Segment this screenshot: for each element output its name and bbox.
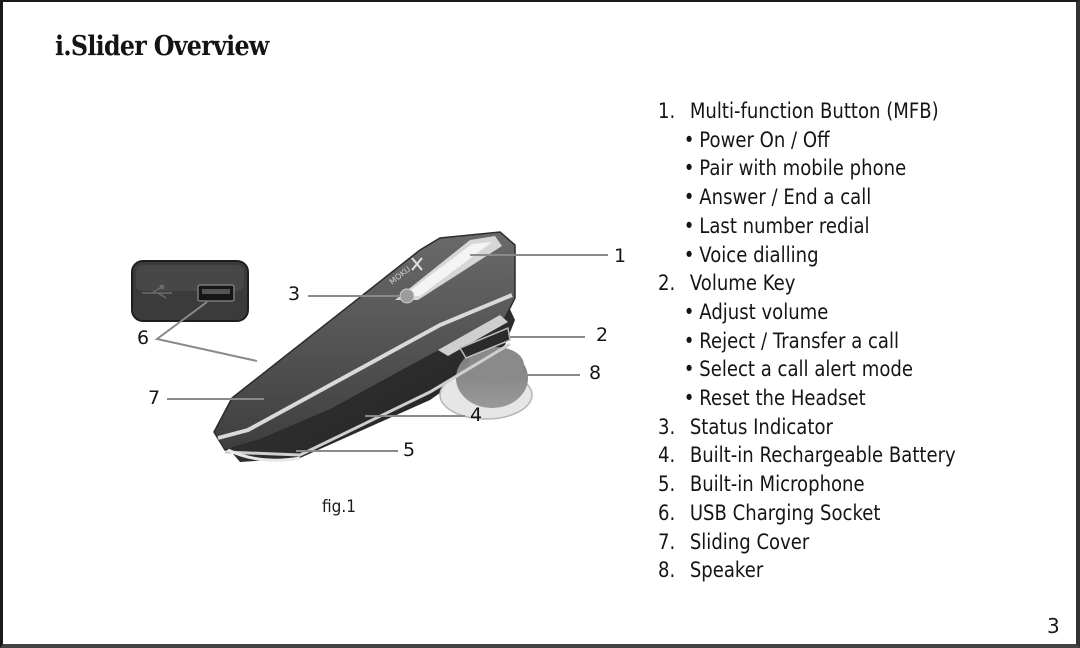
volume-key	[438, 315, 511, 359]
usb-socket-inset	[131, 260, 249, 322]
bullet-icon: •	[683, 299, 695, 324]
callout-lines	[154, 254, 608, 452]
function-item: •Reset the Headset	[658, 384, 956, 413]
figure-caption: fig.1	[322, 497, 356, 517]
callout-line-6	[154, 301, 258, 362]
callout-number-1: 1	[614, 245, 626, 267]
part-label: Built-in Microphone	[689, 472, 865, 497]
part-label: Volume Key	[689, 271, 796, 296]
speaker-earbud	[439, 347, 533, 420]
part-number: 8.	[658, 558, 676, 583]
bullet-icon: •	[683, 213, 695, 238]
part-item: 4. Built-in Rechargeable Battery	[658, 441, 1004, 470]
page-number: 3	[1047, 614, 1060, 638]
part-label: Status Indicator	[689, 414, 833, 439]
part-label: Built-in Rechargeable Battery	[689, 443, 956, 468]
part-item: 1. Multi-function Button (MFB) •Power On …	[658, 97, 1004, 269]
function-item: •Answer / End a call	[658, 183, 956, 212]
bullet-icon: •	[683, 156, 695, 181]
callout-number-8: 8	[589, 362, 601, 384]
part-label: USB Charging Socket	[689, 500, 881, 525]
part-label: Sliding Cover	[689, 529, 810, 554]
bullet-icon: •	[683, 242, 695, 267]
part-number: 5.	[658, 472, 676, 497]
callout-number-3: 3	[288, 283, 300, 305]
bullet-icon: •	[683, 386, 695, 411]
part-item: 6. USB Charging Socket	[658, 499, 1004, 528]
bullet-icon: •	[683, 185, 695, 210]
parts-list: 1. Multi-function Button (MFB) •Power On …	[658, 97, 1004, 585]
callout-number-6: 6	[137, 327, 149, 349]
function-item: •Adjust volume	[658, 298, 956, 327]
part-number: 6.	[658, 500, 676, 525]
bullet-icon: •	[683, 127, 695, 152]
part-number: 1.	[658, 99, 676, 123]
headset-body: MOKU	[213, 231, 533, 462]
part-number: 2.	[658, 271, 676, 296]
usb-symbol-icon	[142, 284, 172, 299]
bullet-icon: •	[683, 357, 695, 382]
function-item: •Power On / Off	[658, 126, 956, 155]
part-label: Multi-function Button (MFB)	[689, 99, 939, 123]
part-item: 3. Status Indicator	[658, 413, 1004, 442]
function-item: •Voice dialling	[658, 241, 956, 270]
bullet-icon: •	[683, 328, 695, 353]
part-number: 4.	[658, 443, 676, 468]
page-title: i.Slider Overview	[55, 31, 269, 62]
callout-number-7: 7	[148, 387, 160, 409]
bluetooth-x-icon	[411, 257, 423, 271]
function-item: •Last number redial	[658, 212, 956, 241]
callout-number-2: 2	[596, 324, 608, 346]
part-item: 5. Built-in Microphone	[658, 470, 1004, 499]
function-item: •Reject / Transfer a call	[658, 327, 956, 356]
status-indicator-led	[399, 288, 415, 304]
part-item: 7. Sliding Cover	[658, 528, 1004, 557]
function-item: •Select a call alert mode	[658, 355, 956, 384]
part-item: 8. Speaker	[658, 556, 1004, 585]
function-item: •Pair with mobile phone	[658, 154, 956, 183]
callout-number-4: 4	[470, 404, 482, 426]
part-number: 7.	[658, 529, 676, 554]
part-item: 2. Volume Key •Adjust volume •Reject / Tr…	[658, 269, 1004, 413]
part-label: Speaker	[689, 558, 764, 583]
part-number: 3.	[658, 414, 676, 439]
callout-number-5: 5	[403, 439, 415, 461]
